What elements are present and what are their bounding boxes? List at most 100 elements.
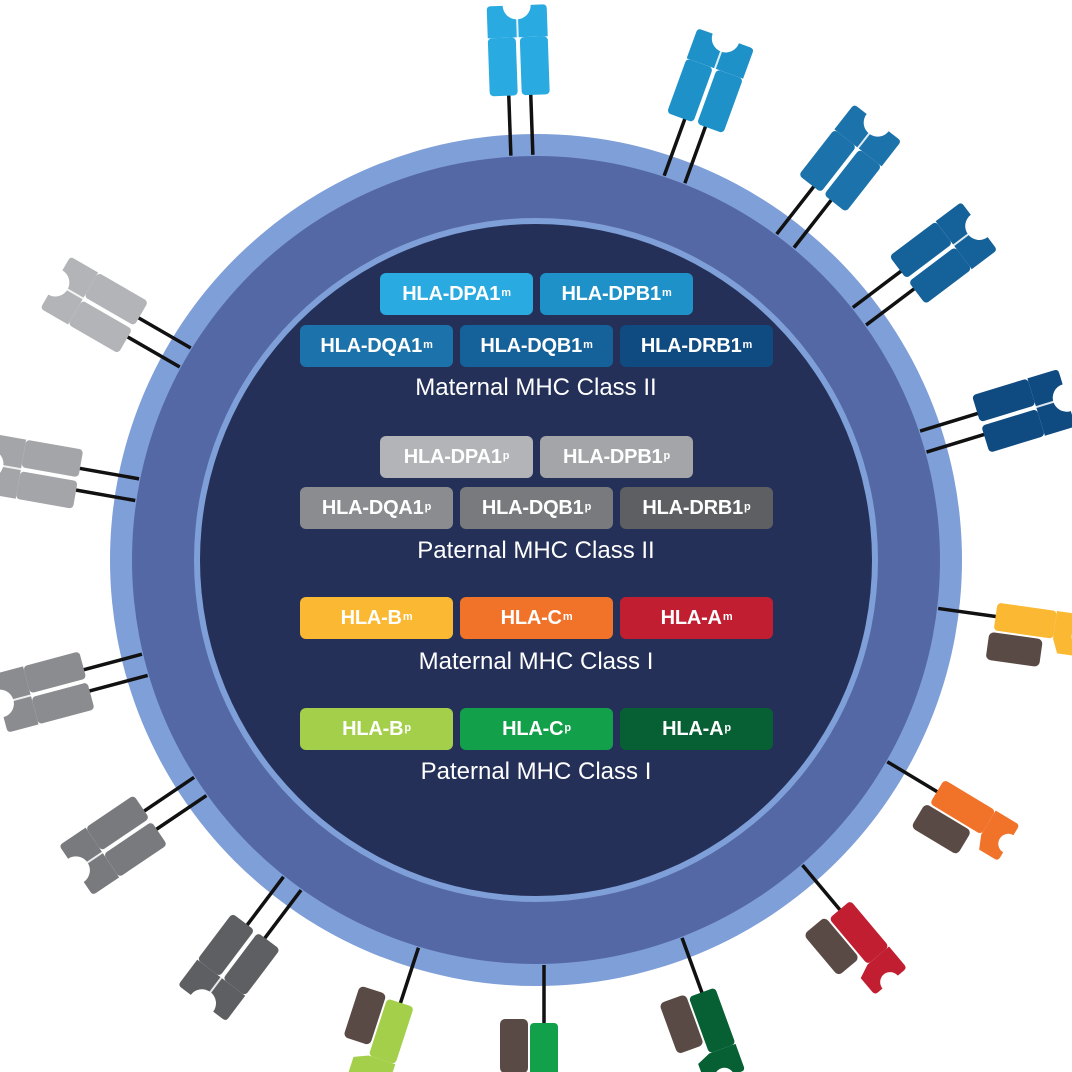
heavy-chain: [931, 781, 995, 834]
alpha-chain: [667, 59, 712, 122]
allele-gene: HLA-DQB1: [480, 334, 583, 357]
chain-divider: [201, 932, 256, 1004]
binding-groove: [860, 946, 906, 994]
heavy-chain: [994, 603, 1057, 639]
chain-divider: [694, 38, 727, 122]
allele-origin: p: [404, 722, 411, 734]
beta-chain: [87, 796, 148, 850]
heavy-chain: [369, 999, 413, 1064]
allele-origin: p: [584, 501, 592, 513]
membrane-anchor: [398, 947, 421, 1006]
membrane-anchor: [125, 334, 181, 369]
membrane-anchor: [81, 652, 143, 672]
membrane-anchor: [87, 673, 149, 694]
allele-gene: HLA-C: [502, 717, 564, 740]
membrane-anchor: [77, 466, 140, 481]
allele-gene: HLA-DQA1: [321, 496, 424, 519]
allele-gene: HLA-C: [500, 606, 562, 629]
class-i-receptor-a-maternal: [801, 863, 906, 994]
alpha-chain: [69, 301, 131, 353]
allele-gene: HLA-DRB1: [640, 334, 742, 357]
beta-chain: [698, 70, 742, 133]
membrane-anchor: [937, 606, 998, 619]
membrane-anchor: [141, 775, 196, 814]
allele-gene: HLA-DPA1: [403, 445, 502, 468]
beta-chain: [825, 150, 881, 211]
alpha-chain: [16, 471, 78, 509]
membrane-anchor: [775, 184, 817, 236]
group-label: Paternal MHC Class I: [420, 758, 652, 785]
membrane-anchor: [865, 286, 917, 327]
allele-origin: p: [564, 722, 571, 734]
allele-origin: m: [742, 339, 753, 351]
membrane-anchor: [662, 116, 688, 177]
binding-groove: [698, 1043, 745, 1072]
chain-divider: [822, 122, 879, 193]
membrane-anchor: [792, 197, 834, 249]
group-label: Maternal MHC Class II: [415, 374, 657, 401]
beta-chain: [910, 248, 971, 303]
class-ii-receptor-dpa1-maternal: [486, 4, 550, 156]
heavy-chain: [830, 902, 888, 963]
beta2-microglobulin: [344, 986, 386, 1045]
alpha-chain: [32, 683, 94, 724]
allele-gene: HLA-DPB1: [562, 445, 663, 468]
membrane-anchor: [680, 937, 705, 995]
beta-chain: [85, 273, 147, 325]
class-ii-receptor-dqa1-maternal: [775, 105, 900, 249]
heavy-chain: [689, 988, 735, 1053]
class-ii-receptor-dpa1-paternal: [41, 257, 192, 369]
allele-gene: HLA-DQB1: [481, 496, 584, 519]
beta-chain: [982, 409, 1044, 452]
chain-divider: [908, 225, 980, 280]
class-ii-receptor-dqb1-paternal: [60, 775, 208, 894]
chain-divider: [982, 396, 1068, 425]
chain-divider: [75, 820, 150, 872]
binding-groove: [1053, 611, 1072, 657]
alpha-chain: [890, 222, 951, 277]
allele-gene: HLA-DPA1: [402, 282, 501, 305]
chain-divider: [0, 679, 86, 705]
allele-origin: m: [402, 611, 413, 623]
beta-chain: [23, 652, 86, 693]
binding-groove: [979, 810, 1019, 860]
allele-origin: p: [663, 450, 671, 462]
allele-origin: m: [562, 611, 573, 623]
beta-chain: [519, 36, 550, 96]
class-ii-receptor-dqb1-maternal: [851, 203, 996, 327]
membrane-anchor: [886, 760, 940, 795]
allele-origin: m: [423, 339, 433, 351]
allele-gene: HLA-DQA1: [320, 334, 423, 357]
membrane-anchor: [926, 432, 987, 454]
allele-gene: HLA-DRB1: [642, 496, 744, 519]
allele-origin: p: [744, 501, 751, 513]
alpha-chain: [800, 131, 855, 191]
chain-divider: [515, 5, 521, 94]
membrane-anchor: [136, 315, 192, 350]
binding-groove: [347, 1055, 396, 1072]
class-i-receptor-c-maternal: [886, 760, 1019, 860]
class-ii-receptor-dpb1-maternal: [662, 29, 754, 184]
membrane-anchor: [154, 794, 208, 832]
membrane-anchor: [683, 124, 708, 184]
membrane-anchor: [262, 889, 303, 941]
allele-origin: p: [724, 722, 731, 734]
class-ii-receptor-drb1-maternal: [919, 369, 1072, 454]
membrane-anchor: [919, 411, 980, 433]
membrane-anchor: [851, 268, 904, 309]
class-i-receptor-b-maternal: [937, 603, 1072, 667]
allele-gene: HLA-DPB1: [561, 282, 661, 305]
group-label: Maternal MHC Class I: [418, 648, 654, 675]
class-i-receptor-c-paternal: [500, 965, 558, 1072]
allele-origin: m: [722, 611, 733, 623]
